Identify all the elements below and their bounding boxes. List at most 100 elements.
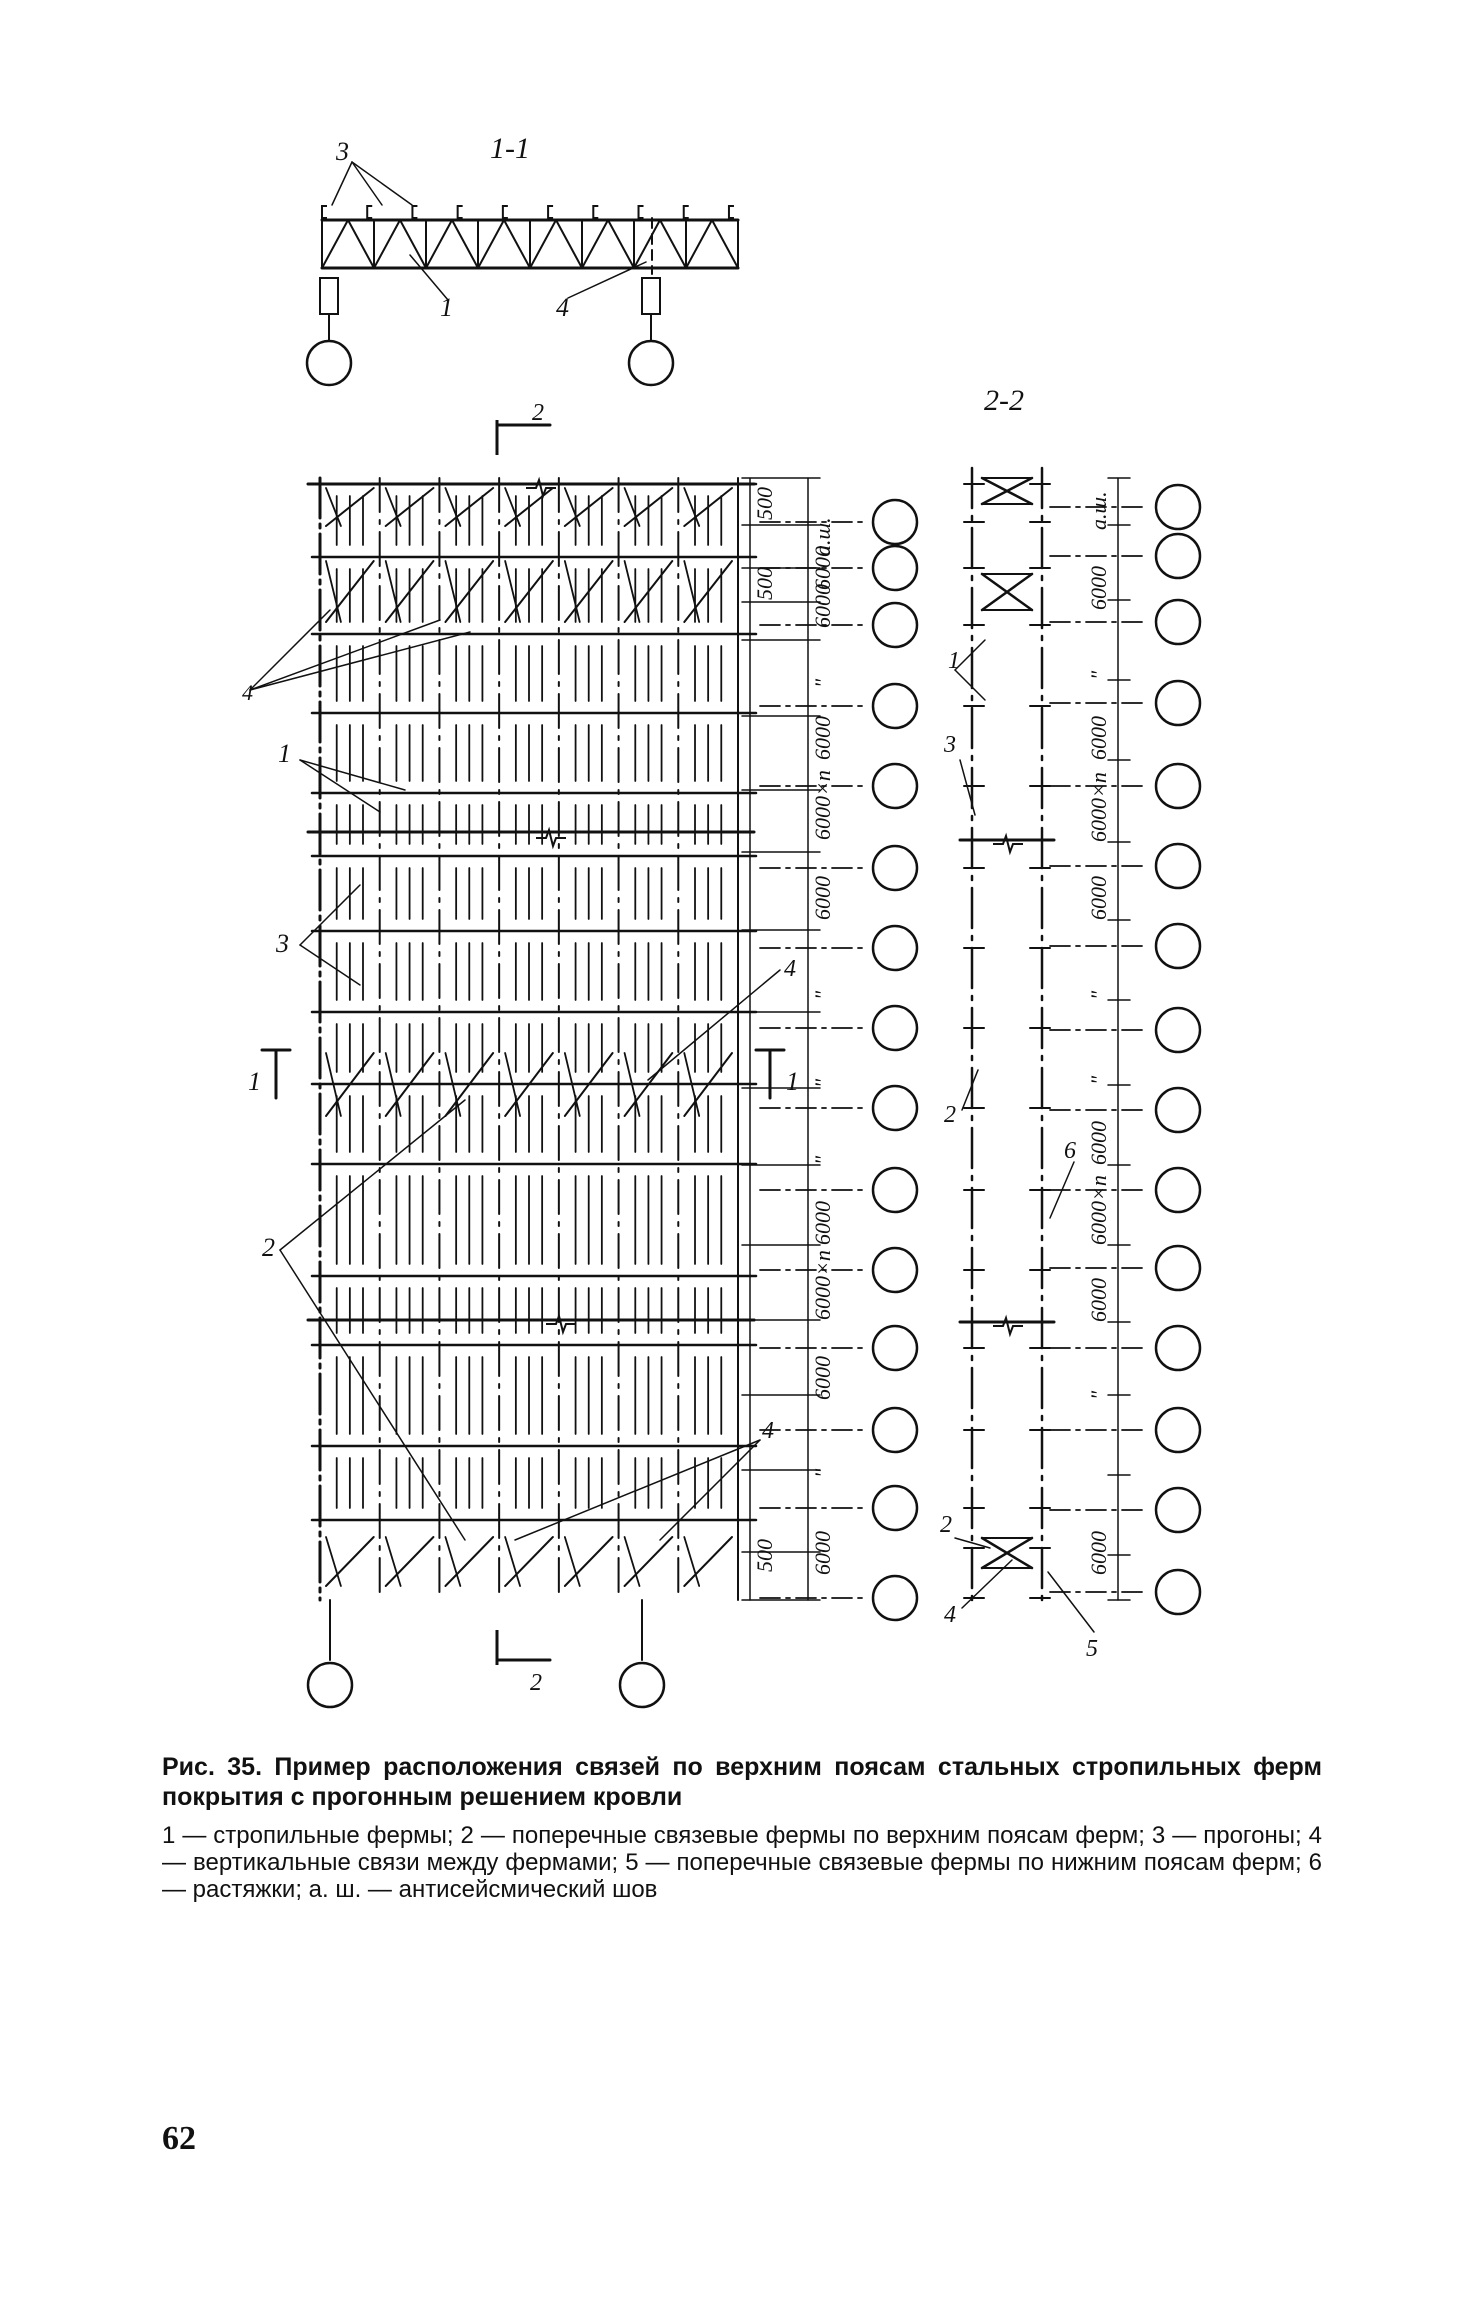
brace-diagonal [563, 1536, 614, 1587]
grid-circle [618, 1661, 666, 1709]
brace-diagonal [683, 1052, 701, 1117]
callout-label: 1 [278, 739, 291, 768]
callout-label: 2 [944, 1102, 956, 1128]
brace-diagonal [683, 1052, 733, 1117]
grid-circle [871, 844, 919, 892]
grid-circle [871, 1574, 919, 1622]
callout-label: 4 [784, 956, 796, 982]
brace-diagonal [325, 1536, 375, 1587]
grid-circle [1154, 922, 1202, 970]
dimension-label: 6000 [1086, 566, 1111, 610]
brace-diagonal [623, 487, 674, 527]
brace-diagonal [325, 560, 375, 623]
truss-diagonal [581, 219, 609, 269]
dimension-label: а.ш. [810, 517, 835, 556]
grid-circle [627, 339, 675, 387]
purlin-section [321, 205, 327, 219]
brace-diagonal [980, 572, 1034, 612]
brace-diagonal [563, 560, 614, 623]
dimension-label: 6000×n [810, 1250, 835, 1320]
grid-circle [1154, 679, 1202, 727]
grid-circle [871, 498, 919, 546]
truss-diagonal [321, 219, 349, 269]
grid-circle [871, 1084, 919, 1132]
brace-diagonal [384, 487, 435, 527]
section-2-2 [958, 466, 1202, 1616]
grid-circle [1154, 842, 1202, 890]
section-marker-label: 2 [532, 400, 544, 426]
callout-label: 4 [762, 1418, 774, 1444]
figure-caption: Рис. 35. Пример расположения связей по в… [162, 1753, 1322, 1811]
page-number: 62 [162, 2120, 196, 2157]
callout-label: 3 [275, 929, 289, 958]
brace-diagonal [563, 1536, 581, 1587]
callout-4: 4 [556, 293, 569, 322]
dimension-label: " [810, 1468, 835, 1478]
leader-line [299, 759, 381, 813]
truss-diagonal [425, 219, 453, 269]
dimension-label: 6000 [810, 716, 835, 760]
leader-line [567, 261, 647, 299]
section-marker-label: 1 [786, 1067, 799, 1096]
brace-diagonal [623, 1052, 641, 1117]
dimension-label: 6000 [1086, 1121, 1111, 1165]
dimension-label: 500 [752, 567, 777, 600]
callout-label: 6 [1064, 1138, 1076, 1164]
brace-diagonal [683, 560, 733, 623]
leader-line [659, 1439, 761, 1541]
brace-diagonal [325, 560, 342, 623]
leader-line [961, 1559, 1013, 1609]
dimension-label: а.ш. [1086, 491, 1111, 530]
brace-diagonal [504, 1052, 521, 1117]
leader-line [351, 161, 413, 206]
leader-line [961, 1069, 979, 1111]
purlin-section [592, 205, 599, 219]
grid-circle [1154, 1486, 1202, 1534]
section-marker-label: 2 [530, 1670, 542, 1696]
leader-line [299, 944, 361, 986]
callout-label: 4 [242, 680, 253, 705]
break-mark [526, 476, 556, 500]
callout-label: 2 [262, 1233, 275, 1262]
brace-diagonal [563, 1052, 581, 1117]
truss-diagonal [659, 219, 687, 269]
grid-circle [871, 1166, 919, 1214]
grid-circle [1154, 1166, 1202, 1214]
brace-diagonal [623, 487, 641, 527]
brace-diagonal [504, 560, 521, 623]
callout-label: 2 [940, 1512, 952, 1538]
truss-diagonal [633, 219, 661, 269]
break-mark [993, 832, 1023, 856]
leader-line [351, 161, 383, 206]
brace-diagonal [384, 1536, 435, 1587]
leader-line [1049, 1161, 1075, 1219]
brace-diagonal [444, 560, 462, 623]
truss-diagonal [503, 219, 531, 269]
dimension-label: 6000×n [810, 770, 835, 840]
grid-circle [1154, 483, 1202, 531]
brace-diagonal [980, 1536, 1034, 1570]
purlin-section [637, 205, 644, 219]
dimension-label: 6000 [810, 1356, 835, 1400]
brace-diagonal [504, 487, 554, 527]
dimension-label: 6000 [1086, 1278, 1111, 1322]
leader-line [954, 639, 986, 671]
truss-diagonal [607, 219, 635, 269]
brace-diagonal [504, 1536, 521, 1587]
brace-diagonal [980, 476, 1034, 506]
purlin-section [727, 205, 734, 219]
brace-diagonal [563, 560, 581, 623]
brace-diagonal [384, 560, 402, 623]
dimension-label: 6000 [1086, 1531, 1111, 1575]
dimension-label: " [1086, 1390, 1111, 1400]
brace-diagonal [444, 1052, 495, 1117]
brace-diagonal [444, 487, 462, 527]
callout-label: 4 [944, 1602, 956, 1628]
leader-line [647, 969, 781, 1081]
brace-diagonal [683, 1536, 733, 1587]
leader-line [249, 609, 331, 691]
section-1-1 [305, 205, 740, 387]
grid-circle [1154, 1006, 1202, 1054]
dimension-label: " [810, 1155, 835, 1165]
